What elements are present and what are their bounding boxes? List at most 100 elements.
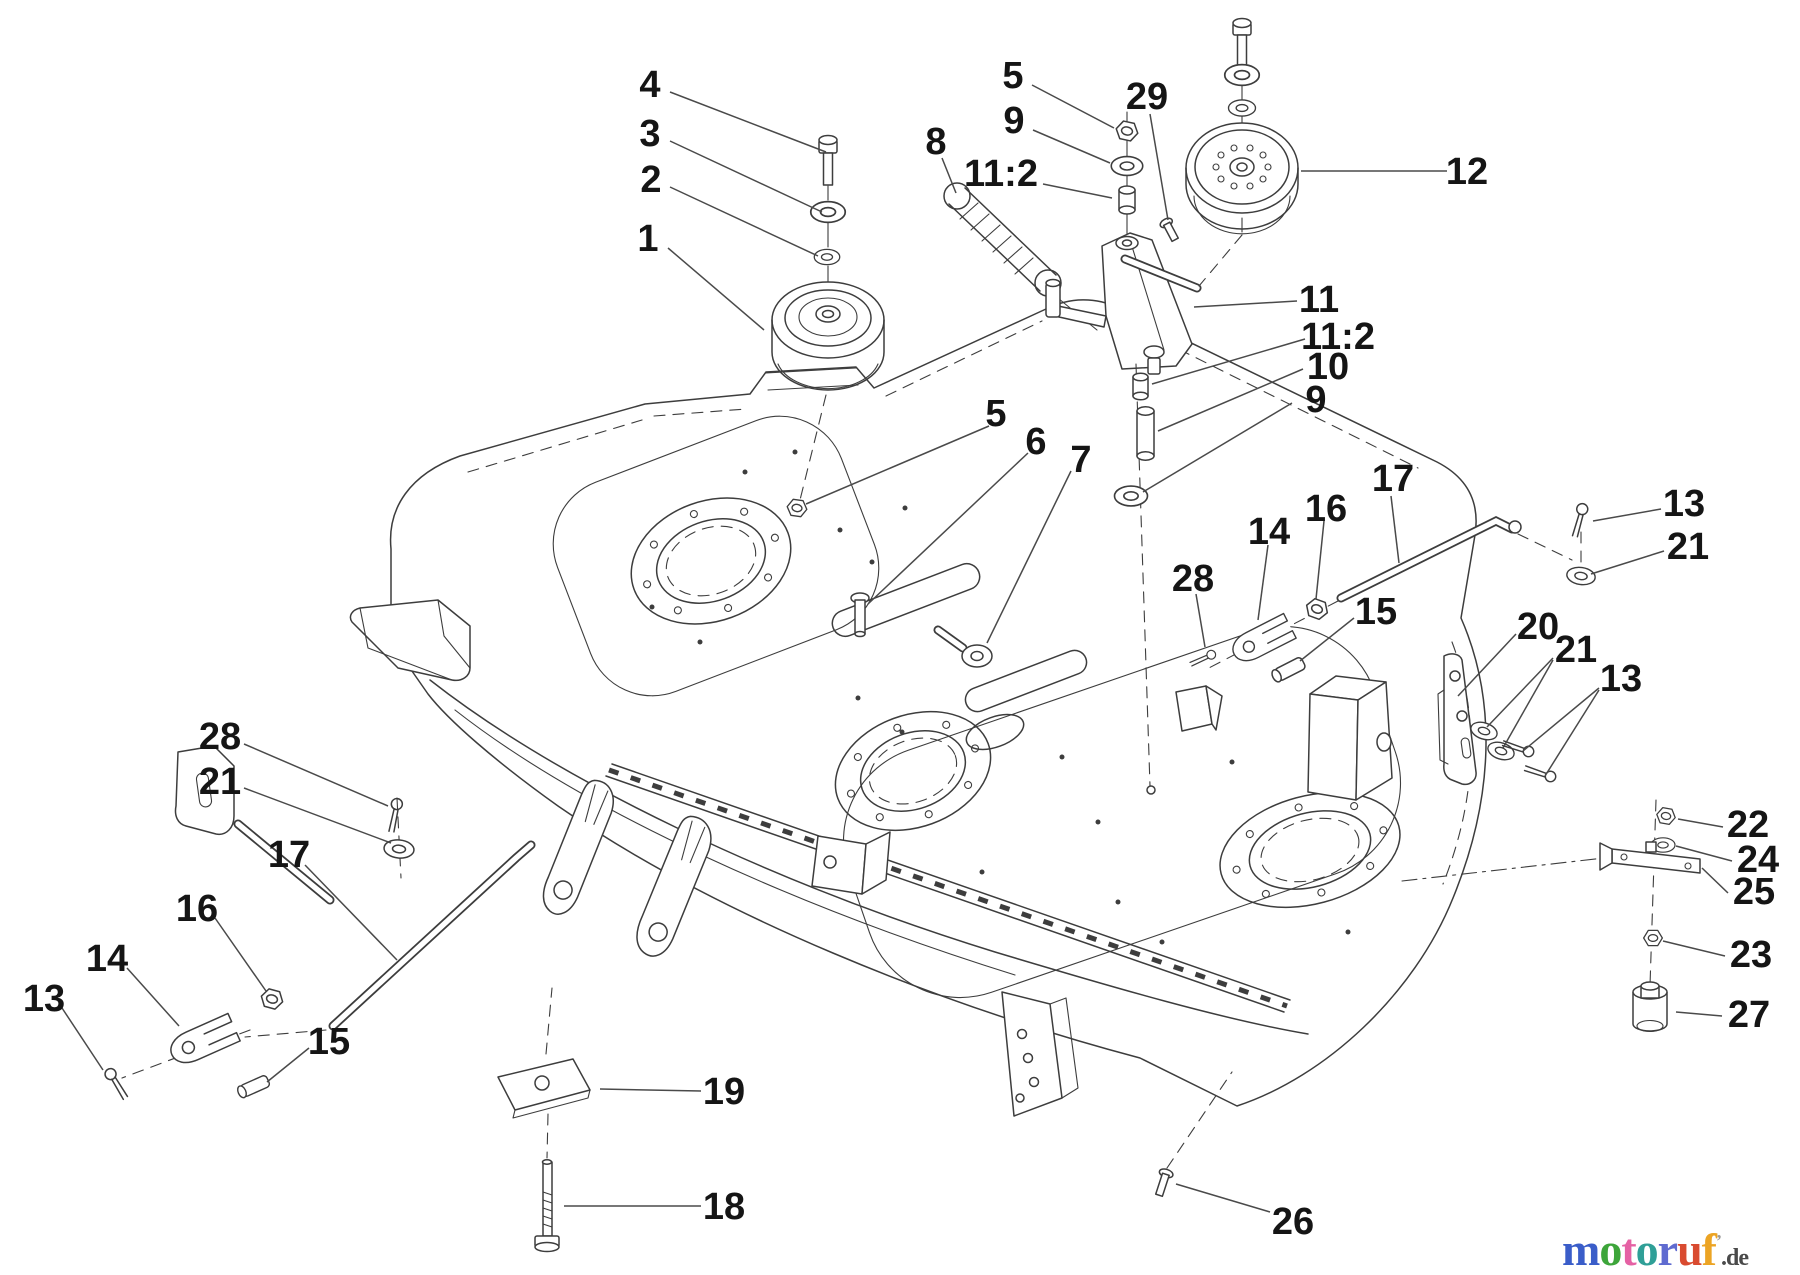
- watermark-letter: o: [1599, 1224, 1622, 1275]
- spindle-opening-right: [1219, 791, 1401, 909]
- callout-17: 17: [1372, 458, 1414, 564]
- callout-17: 17: [268, 834, 398, 961]
- callout-number: 12: [1446, 151, 1488, 193]
- washer-part-3: [809, 200, 847, 224]
- spring-part-8: [943, 182, 1098, 331]
- leader-line: [1675, 845, 1733, 862]
- callout-number: 13: [1600, 658, 1642, 700]
- callout-number: 13: [23, 978, 65, 1020]
- callout-number: 6: [1025, 421, 1046, 463]
- callout-number: 28: [1172, 558, 1214, 600]
- callout-number: 3: [639, 113, 660, 155]
- leader-line: [1175, 1183, 1271, 1213]
- callout-9: 9: [1003, 100, 1111, 164]
- callout-16: 16: [1305, 488, 1347, 600]
- callout-6: 6: [867, 421, 1047, 605]
- spindle-opening-middle: [834, 710, 992, 832]
- callout-27: 27: [1675, 994, 1770, 1036]
- leader-line: [243, 743, 389, 807]
- leader-line: [667, 247, 765, 331]
- watermark-suffix: .de: [1721, 1245, 1749, 1271]
- callout-number: 22: [1727, 804, 1769, 846]
- callout-7: 7: [986, 439, 1092, 644]
- leader-line: [1522, 687, 1600, 752]
- leader-line: [1457, 633, 1517, 697]
- callout-11:2: 11:2: [1151, 316, 1375, 385]
- lift-rod-right-17: [1204, 515, 1573, 671]
- callout-23: 23: [1662, 934, 1772, 976]
- callout-26: 26: [1175, 1183, 1314, 1243]
- watermark-letter: t: [1621, 1224, 1636, 1275]
- leader-line: [669, 186, 819, 257]
- fastener-stack-lower: [1113, 363, 1155, 787]
- leader-line: [599, 1088, 702, 1092]
- screw-part-26: [1154, 1071, 1233, 1198]
- bracket-part-25: [1599, 841, 1701, 874]
- watermark-letter: u: [1677, 1224, 1703, 1275]
- callout-number: 5: [1002, 55, 1023, 97]
- callout-5: 5: [805, 393, 1007, 505]
- callout-10: 10: [1157, 346, 1349, 432]
- callout-number: 15: [1355, 591, 1397, 633]
- front-bar: [605, 763, 1291, 1013]
- leader-line: [1662, 940, 1726, 957]
- washer-part-21-b: [1484, 738, 1518, 764]
- callout-number: 5: [985, 393, 1006, 435]
- callout-number: 16: [176, 888, 218, 930]
- callout-number: 13: [1663, 483, 1705, 525]
- leader-line: [1299, 617, 1355, 662]
- callout-24: 24: [1675, 839, 1779, 881]
- callout-number: 20: [1517, 606, 1559, 648]
- gauge-wheel-assembly: [1401, 799, 1701, 1033]
- plate-part-19: [497, 987, 591, 1159]
- callout-15: 15: [1299, 591, 1397, 662]
- callout-number: 14: [86, 938, 128, 980]
- bolt-part-29: [1159, 217, 1180, 243]
- callout-16: 16: [176, 888, 267, 992]
- callout-13: 13: [1592, 483, 1705, 525]
- leader-line: [243, 787, 392, 844]
- callout-number: 9: [1305, 379, 1326, 421]
- nut-part-16-right: [1302, 596, 1332, 622]
- cotter-pin-part-13-far-right: [1570, 501, 1590, 539]
- leader-line: [669, 91, 827, 153]
- leader-line: [1042, 183, 1113, 199]
- leader-line: [266, 1047, 310, 1083]
- callout-number: 9: [1003, 100, 1024, 142]
- callout-4: 4: [639, 64, 827, 153]
- nut-part-22: [1654, 806, 1678, 826]
- leader-line: [1675, 1011, 1723, 1017]
- right-pivot-box: [1307, 675, 1393, 801]
- leader-line: [1149, 113, 1169, 221]
- motoruf-logo-link[interactable]: motoruf’.de: [1562, 1224, 1749, 1275]
- callout-number: 25: [1733, 871, 1775, 913]
- mid-bracket: [811, 831, 891, 895]
- callout-number: 10: [1307, 346, 1349, 388]
- leader-line: [1486, 657, 1554, 728]
- leader-line: [214, 917, 267, 992]
- callout-number: 14: [1248, 511, 1290, 553]
- watermark-letter: o: [1635, 1224, 1659, 1275]
- pulley-part-1: [771, 281, 885, 501]
- leader-line: [1701, 867, 1729, 894]
- leader-line: [669, 140, 823, 213]
- watermark-letter: f: [1701, 1224, 1717, 1275]
- leader-line: [1390, 495, 1400, 564]
- cotter-pin-part-13-left: [102, 1065, 132, 1101]
- leader-line: [867, 452, 1029, 605]
- bolt-part-6: [850, 592, 870, 638]
- callout-number: 17: [268, 834, 310, 876]
- callout-number: 21: [1667, 526, 1709, 568]
- callout-number: 24: [1737, 839, 1779, 881]
- washer-part-21-a: [1467, 718, 1501, 744]
- bolt-above-pulley-12: [1223, 17, 1261, 131]
- callout-number: 21: [199, 761, 241, 803]
- callout-2: 2: [640, 159, 819, 257]
- leader-line: [1151, 338, 1306, 385]
- leader-line: [1677, 818, 1724, 828]
- leader-line: [1032, 129, 1111, 164]
- callout-25: 25: [1701, 867, 1775, 913]
